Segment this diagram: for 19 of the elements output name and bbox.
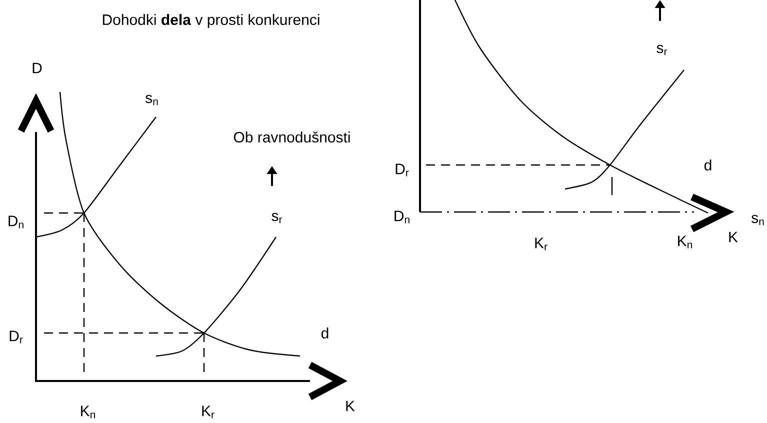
axis-tick-label: K$_{r}$ — [202, 406, 214, 418]
axis-tick-label: K$_{n}$ — [81, 406, 95, 418]
note-text: Ob ravnodušnosti — [234, 131, 350, 143]
curve-label: s$_{n}$ — [752, 214, 764, 226]
axis-tick-label: K$_{n}$ — [678, 236, 692, 248]
axis-tick-label: K$_{r}$ — [535, 238, 548, 250]
curve-label: s$_{r}$ — [656, 44, 668, 56]
axis-label: K — [729, 232, 738, 242]
axis-tick-label: D$_{n}$ — [394, 210, 410, 224]
axis-label: D — [32, 62, 42, 74]
curve-label: s$_{n}$ — [146, 94, 158, 106]
axis-tick-label: D$_{n}$ — [8, 216, 24, 228]
curve-label: d — [704, 160, 712, 170]
axis-tick-label: D$_{r}$ — [10, 330, 23, 344]
curve-label: s$_{r}$ — [272, 212, 282, 224]
title: Dohodki dela v prosti konkurenci — [102, 14, 320, 28]
curve-label: d — [321, 328, 328, 338]
axis-label: K — [346, 400, 355, 412]
axis-tick-label: D$_{r}$ — [396, 164, 409, 176]
